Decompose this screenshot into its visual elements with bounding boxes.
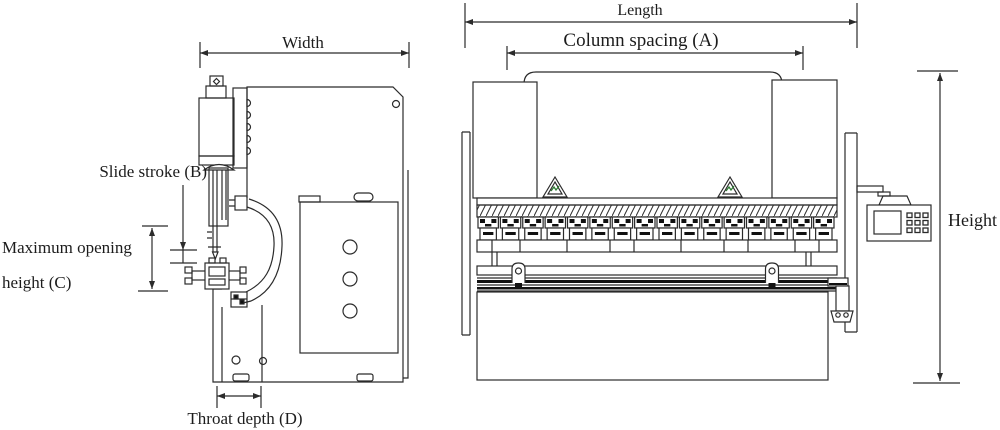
panel-holes <box>342 239 358 319</box>
pendant-screen <box>873 210 902 235</box>
clamp-unit <box>790 216 813 241</box>
base-cabinet <box>476 291 829 381</box>
warning-triangle-icon <box>541 175 569 198</box>
max-opening-dimension <box>138 225 168 292</box>
clamp-unit <box>589 216 611 241</box>
valve-diamond-icon <box>212 77 221 86</box>
piston-dome <box>202 163 236 171</box>
max-opening-label-line2: height (C) <box>2 273 71 292</box>
hydraulic-cylinder <box>198 75 252 171</box>
width-dimension <box>199 42 410 68</box>
clamp-unit <box>745 216 768 241</box>
max-opening-label-line1: Maximum opening <box>2 238 132 257</box>
throat-depth-dimension <box>216 386 262 408</box>
slide-stroke-label: Slide stroke (B) <box>99 162 207 181</box>
ram-guide-bracket <box>234 195 248 211</box>
length-dimension <box>464 3 858 48</box>
slide-stroke-dimension <box>170 185 197 264</box>
throat-depth-label: Throat depth (D) <box>187 409 302 428</box>
height-dimension <box>913 70 960 384</box>
clamp-unit <box>477 216 499 241</box>
die-clamp <box>184 257 247 290</box>
clamp-unit <box>611 216 634 241</box>
punch-segment-strip <box>476 239 838 253</box>
width-label: Width <box>282 33 324 52</box>
pendant-bracket <box>878 195 912 206</box>
clamp-unit <box>656 216 678 241</box>
warning-triangle-icon <box>716 175 744 198</box>
control-pendant <box>856 185 932 242</box>
column-spacing-dimension <box>506 46 804 70</box>
clamp-unit <box>813 216 835 241</box>
side-cover-panel <box>231 192 399 382</box>
pendant-button-grid <box>906 212 929 234</box>
die-base-block <box>230 291 248 308</box>
clamp-unit <box>768 216 790 241</box>
foot-pedal-icon <box>830 310 854 323</box>
clamp-unit <box>544 216 567 241</box>
length-label: Length <box>617 2 662 19</box>
body-hole <box>391 99 401 109</box>
die-clamp-hook <box>511 262 526 288</box>
upper-beam <box>523 71 783 198</box>
punch-tip <box>211 251 219 261</box>
foot-pedal-unit <box>827 277 854 323</box>
side-body <box>212 86 409 383</box>
throat-curve <box>242 198 283 304</box>
clamp-unit <box>566 216 589 241</box>
throat-curve-inner <box>245 206 275 293</box>
clamp-unit <box>723 216 746 241</box>
column-spacing-label: Column spacing (A) <box>563 30 718 51</box>
front-view <box>461 3 960 384</box>
bed-assembly <box>476 252 838 381</box>
pendant-arm <box>856 185 884 193</box>
left-column <box>472 81 538 199</box>
ram-and-punch <box>207 167 229 261</box>
clamp-unit <box>522 216 544 241</box>
die-clamp-hook <box>764 262 780 288</box>
clamp-unit <box>499 216 522 241</box>
height-label: Height <box>948 210 997 230</box>
right-column <box>771 79 838 199</box>
pendant-box <box>866 204 932 242</box>
clamp-unit <box>701 216 723 241</box>
clamp-unit <box>678 216 701 241</box>
frame-side-plates <box>461 131 858 336</box>
bed-posts <box>491 252 812 266</box>
ram-bottom-strip <box>476 197 838 206</box>
punch-clamp-bar <box>476 204 838 218</box>
clamp-unit <box>634 216 656 241</box>
side-view <box>138 42 410 408</box>
punch-clamp-row <box>477 216 835 241</box>
